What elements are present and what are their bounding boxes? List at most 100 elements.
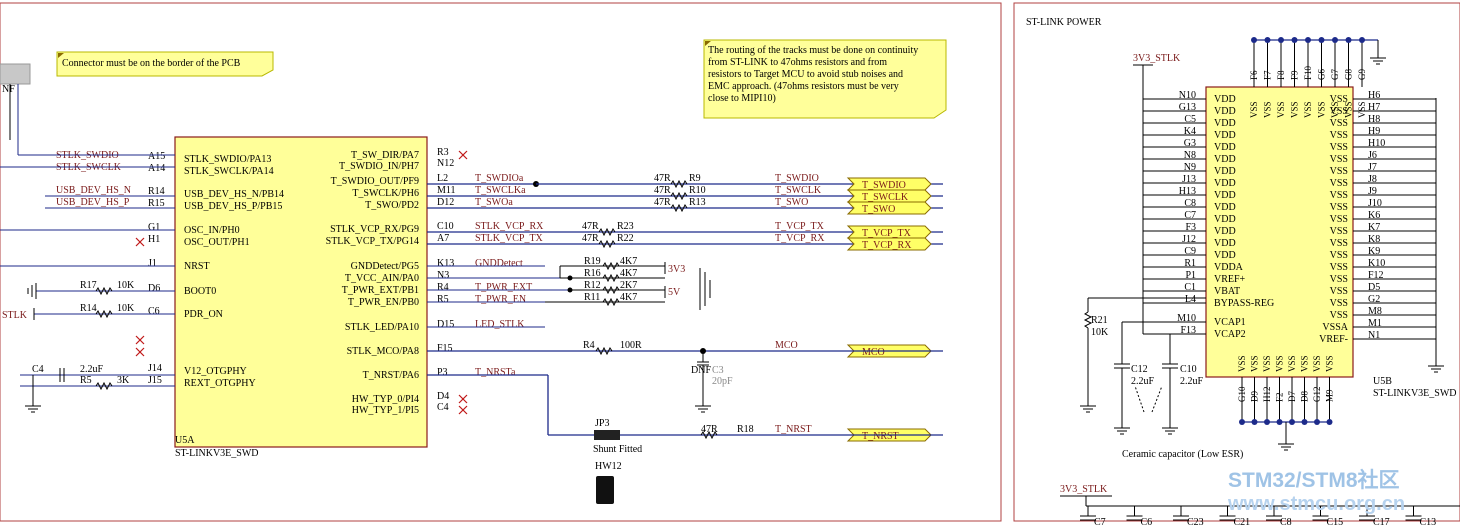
u5b-pin-num: H9 <box>1368 126 1380 137</box>
u5a-pin-num: A15 <box>148 151 165 162</box>
jp3-label: Shunt Fitted <box>593 444 642 455</box>
u5a-right-net: STLK_VCP_RX <box>475 221 544 232</box>
c10-val: 2.2uF <box>1180 376 1204 387</box>
u5b-pin-num: F10 <box>1303 65 1313 80</box>
u5a-part: ST-LINKV3E_SWD <box>175 448 259 459</box>
u5b-pin-name: VDD <box>1214 226 1236 237</box>
u5b-pin-name: BYPASS-REG <box>1214 298 1274 309</box>
u5a-pin-num: K13 <box>437 258 454 269</box>
u5b-pin-num: G6 <box>1317 69 1327 80</box>
series-res-ref: R10 <box>689 185 706 196</box>
u5a-right-net: T_SWCLKa <box>475 185 526 196</box>
u5a-pin-name: V12_OTGPHY <box>184 366 247 377</box>
u5b-pin-name: VSS <box>1250 355 1260 372</box>
note-routing-line-3: resistors to Target MCU to avoid stub no… <box>708 69 903 80</box>
u5a-body <box>174 136 428 448</box>
u5a-pin-name: BOOT0 <box>184 286 216 297</box>
dnf-top-label: NF <box>2 84 15 95</box>
u5b-pin-num: G2 <box>1368 294 1380 305</box>
ceramic-note: Ceramic capacitor (Low ESR) <box>1122 449 1243 460</box>
net-port-label: T_SWDIO <box>862 180 906 191</box>
watermark-line-1: STM32/STM8社区 <box>1228 468 1400 492</box>
u5b-pin-num: F7 <box>1263 70 1273 80</box>
bottom-cap-ref: C7 <box>1094 517 1106 525</box>
u5a-pin-name: T_SW_DIR/PA7 <box>351 150 419 161</box>
jumper-icon <box>596 476 614 504</box>
u5b-pin-num: J10 <box>1368 198 1382 209</box>
u5a-pin-num: P3 <box>437 367 448 378</box>
u5b-pin-name: VSS <box>1276 101 1286 118</box>
series-net-label: T_SWCLK <box>775 185 822 196</box>
rail-5v: 5V <box>668 287 681 298</box>
u5a-pin-name: USB_DEV_HS_N/PB14 <box>184 189 284 200</box>
u5b-pin-name: VSS <box>1330 274 1348 285</box>
u5a-pin-name: T_PWR_EXT/PB1 <box>342 285 419 296</box>
u5a-pin-num: M11 <box>437 185 456 196</box>
u5b-pin-name: VSS <box>1290 101 1300 118</box>
u5b-pin-num: D5 <box>1368 282 1380 293</box>
u5a-pin-num: H1 <box>148 234 160 245</box>
series-res-val: 47R <box>654 197 671 208</box>
note-routing-line-4: EMC approach. (47ohms resistors must be … <box>708 81 899 92</box>
r4-val: 100R <box>620 340 642 351</box>
div-res-val: 4K7 <box>620 256 637 267</box>
u5b-pin-name: VSS <box>1237 355 1247 372</box>
jp3-ref: JP3 <box>595 418 609 429</box>
resistor-symbol <box>602 261 620 271</box>
u5b-pin-num: R1 <box>1184 258 1196 269</box>
u5b-pin-num: N8 <box>1184 150 1196 161</box>
u5a-pin-num: R4 <box>437 282 449 293</box>
u5b-pin-name: VBAT <box>1214 286 1240 297</box>
u5b-pin-num: N9 <box>1184 162 1196 173</box>
series-res-ref: R23 <box>617 221 634 232</box>
mco-net: MCO <box>775 340 798 351</box>
u5b-pin-num: H7 <box>1368 102 1380 113</box>
div-res-ref: R12 <box>584 280 601 291</box>
u5b-pin-num: H8 <box>1368 114 1380 125</box>
u5b-pin-num: K6 <box>1368 210 1380 221</box>
u5b-pin-name: VDD <box>1214 250 1236 261</box>
u5a-pin-name: T_VCC_AIN/PA0 <box>345 273 419 284</box>
u5b-pin-num: K9 <box>1368 246 1380 257</box>
u5b-pin-num: J13 <box>1182 174 1196 185</box>
u5a-pin-name: T_NRST/PA6 <box>363 370 419 381</box>
u5b-pin-num: G10 <box>1237 386 1247 402</box>
u5b-pin-num: C7 <box>1184 210 1196 221</box>
u5a-right-net: T_SWOa <box>475 197 513 208</box>
u5b-pin-num: G13 <box>1179 102 1196 113</box>
u5b-pin-name: VSS <box>1330 142 1348 153</box>
u5b-pin-num: D8 <box>1300 391 1310 402</box>
u5a-pin-num: D4 <box>437 391 449 402</box>
u5b-pin-num: L4 <box>1185 294 1196 305</box>
u5a-pin-name: OSC_OUT/PH1 <box>184 237 250 248</box>
u5b-pin-name: VDD <box>1214 238 1236 249</box>
resistor-symbol <box>670 191 688 201</box>
u5a-pin-num: C6 <box>148 306 160 317</box>
u5a-pin-name: GNDDetect/PG5 <box>351 261 419 272</box>
u5a-pin-name: USB_DEV_HS_P/PB15 <box>184 201 282 212</box>
u5b-pin-name: VSS <box>1300 355 1310 372</box>
net-port <box>846 201 932 215</box>
u5a-pin-num: R15 <box>148 198 165 209</box>
u5b-pin-num: G7 <box>1330 69 1340 80</box>
u5b-pin-name: VSS <box>1330 286 1348 297</box>
rail-3v3-stlk: 3V3_STLK <box>1133 53 1181 64</box>
u5b-pin-num: C8 <box>1184 198 1196 209</box>
u5b-pin-name: VSS <box>1312 355 1322 372</box>
note-routing-line-2: from ST-LINK to 47ohms resistors and fro… <box>708 57 887 68</box>
c4-ref: C4 <box>32 364 44 375</box>
r17-val: 10K <box>117 280 135 291</box>
u5a-left-net: USB_DEV_HS_P <box>56 197 130 208</box>
u5b-pin-name: VSS <box>1344 101 1354 118</box>
u5b-pin-name: VSS <box>1330 202 1348 213</box>
u5b-pin-name: VSS <box>1330 166 1348 177</box>
u5b-pin-name: VSS <box>1249 101 1259 118</box>
u5b-pin-num: M10 <box>1177 313 1196 324</box>
series-res-val: 47R <box>654 185 671 196</box>
series-res-ref: R9 <box>689 173 701 184</box>
u5b-pin-num: M9 <box>1325 389 1335 402</box>
u5a-pin-name: T_PWR_EN/PB0 <box>348 297 419 308</box>
bottom-cap-ref: C23 <box>1187 517 1204 525</box>
